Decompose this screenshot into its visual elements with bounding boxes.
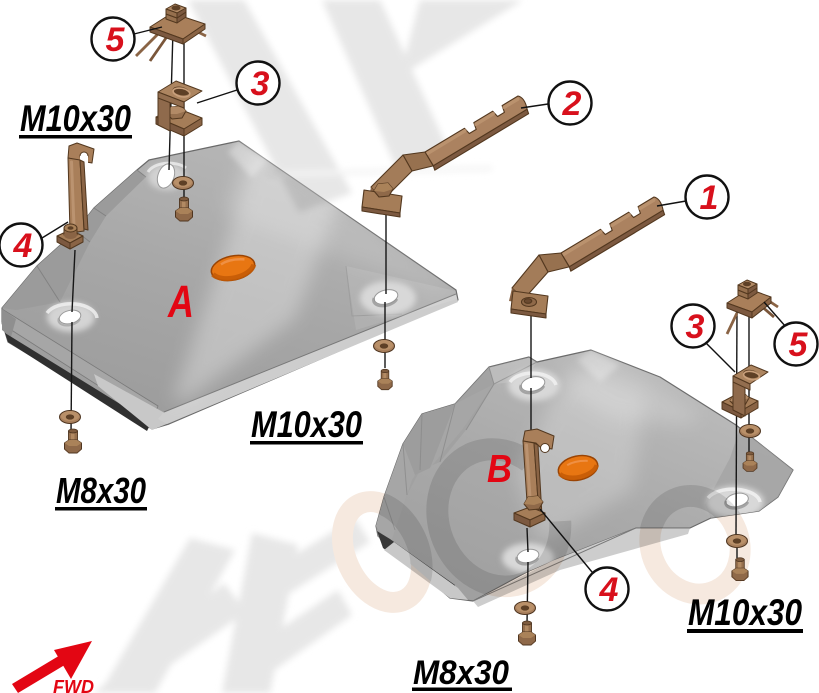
svg-text:4: 4 bbox=[13, 227, 33, 265]
svg-text:5: 5 bbox=[106, 21, 126, 59]
svg-text:1: 1 bbox=[700, 179, 719, 217]
svg-text:M8x30: M8x30 bbox=[413, 654, 509, 692]
svg-text:A: A bbox=[167, 276, 194, 327]
svg-text:4: 4 bbox=[599, 571, 619, 609]
svg-text:M10x30: M10x30 bbox=[251, 404, 362, 445]
svg-text:M8x30: M8x30 bbox=[56, 470, 146, 511]
svg-text:2: 2 bbox=[562, 85, 582, 123]
svg-text:FWD: FWD bbox=[53, 677, 94, 693]
svg-text:5: 5 bbox=[789, 326, 809, 364]
svg-text:B: B bbox=[487, 448, 512, 491]
svg-text:3: 3 bbox=[686, 308, 705, 346]
svg-text:M10x30: M10x30 bbox=[20, 98, 131, 139]
svg-text:3: 3 bbox=[251, 65, 270, 103]
svg-text:M10x30: M10x30 bbox=[688, 592, 802, 633]
